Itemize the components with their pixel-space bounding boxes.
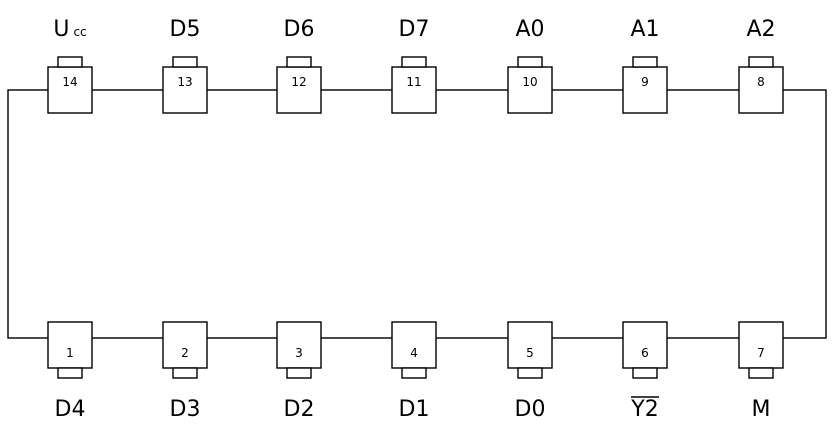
pin-label-text: U — [53, 17, 69, 42]
pin-tab — [286, 367, 312, 379]
pin-12: 12 D6 — [276, 17, 322, 114]
pin-label-text: D7 — [399, 17, 430, 42]
pin-number: 1 — [66, 346, 74, 360]
pin-number: 14 — [62, 75, 77, 89]
pin-box — [507, 321, 553, 369]
pin-1: 1D4 — [47, 321, 93, 422]
pin-label-text: D3 — [170, 397, 201, 422]
pin-label: D1 — [399, 397, 430, 422]
pin-tab — [172, 56, 198, 68]
pin-label-text: D4 — [55, 397, 86, 422]
pin-label: D2 — [284, 397, 315, 422]
pin-box — [507, 66, 553, 114]
pin-label-text: Y2 — [630, 397, 658, 422]
pin-number: 8 — [757, 75, 765, 89]
pin-number: 11 — [406, 75, 421, 89]
pin-label: A2 — [746, 17, 775, 42]
pin-9: 9 A1 — [622, 17, 668, 114]
pin-box — [391, 321, 437, 369]
pin-tab — [517, 56, 543, 68]
pin-tab — [286, 56, 312, 68]
pin-label: D0 — [515, 397, 546, 422]
pin-2: 2D3 — [162, 321, 208, 422]
pin-number: 7 — [757, 346, 765, 360]
pin-label-subscript: cc — [73, 25, 86, 39]
pin-number: 2 — [181, 346, 189, 360]
pin-11: 11 D7 — [391, 17, 437, 114]
pin-8: 8 A2 — [738, 17, 784, 114]
pin-box — [391, 66, 437, 114]
pin-number: 13 — [177, 75, 192, 89]
pin-6: 6Y2 — [622, 321, 668, 422]
pin-13: 13 D5 — [162, 17, 208, 114]
pin-label: M — [752, 397, 771, 422]
pin-4: 4D1 — [391, 321, 437, 422]
pin-label: A1 — [630, 17, 659, 42]
pin-label: A0 — [515, 17, 544, 42]
pin-label-text: D5 — [170, 17, 201, 42]
pin-label-text: A1 — [630, 17, 659, 42]
pin-tab — [57, 56, 83, 68]
pin-tab — [517, 367, 543, 379]
pin-label-text: A2 — [746, 17, 775, 42]
pin-box — [622, 66, 668, 114]
pin-7: 7M — [738, 321, 784, 422]
pin-label-text: D2 — [284, 397, 315, 422]
pin-box — [47, 66, 93, 114]
pin-label: D4 — [55, 397, 86, 422]
pin-label: D6 — [284, 17, 315, 42]
pin-5: 5D0 — [507, 321, 553, 422]
pin-number: 4 — [410, 346, 418, 360]
pin-number: 10 — [522, 75, 537, 89]
pin-number: 6 — [641, 346, 649, 360]
pin-label-text: D6 — [284, 17, 315, 42]
pin-number: 3 — [295, 346, 303, 360]
pin-label-text: D0 — [515, 397, 546, 422]
pin-tab — [57, 367, 83, 379]
pin-label-text: D1 — [399, 397, 430, 422]
pin-box — [276, 321, 322, 369]
pin-label: D3 — [170, 397, 201, 422]
pin-number: 12 — [291, 75, 306, 89]
pin-box — [276, 66, 322, 114]
pin-tab — [401, 56, 427, 68]
pin-tab — [632, 367, 658, 379]
pin-label: Y2 — [630, 397, 658, 422]
pin-label-text: A0 — [515, 17, 544, 42]
pin-box — [622, 321, 668, 369]
pin-label-text: M — [752, 397, 771, 422]
pin-tab — [748, 56, 774, 68]
pin-tab — [632, 56, 658, 68]
pin-tab — [172, 367, 198, 379]
pin-box — [738, 321, 784, 369]
pin-box — [162, 66, 208, 114]
pin-tab — [748, 367, 774, 379]
pin-number: 9 — [641, 75, 649, 89]
pin-label: D7 — [399, 17, 430, 42]
pin-3: 3D2 — [276, 321, 322, 422]
pin-10: 10 A0 — [507, 17, 553, 114]
chip-body — [7, 89, 827, 339]
pin-box — [738, 66, 784, 114]
pin-tab — [401, 367, 427, 379]
pin-box — [47, 321, 93, 369]
pin-box — [162, 321, 208, 369]
pin-label: D5 — [170, 17, 201, 42]
pin-number: 5 — [526, 346, 534, 360]
